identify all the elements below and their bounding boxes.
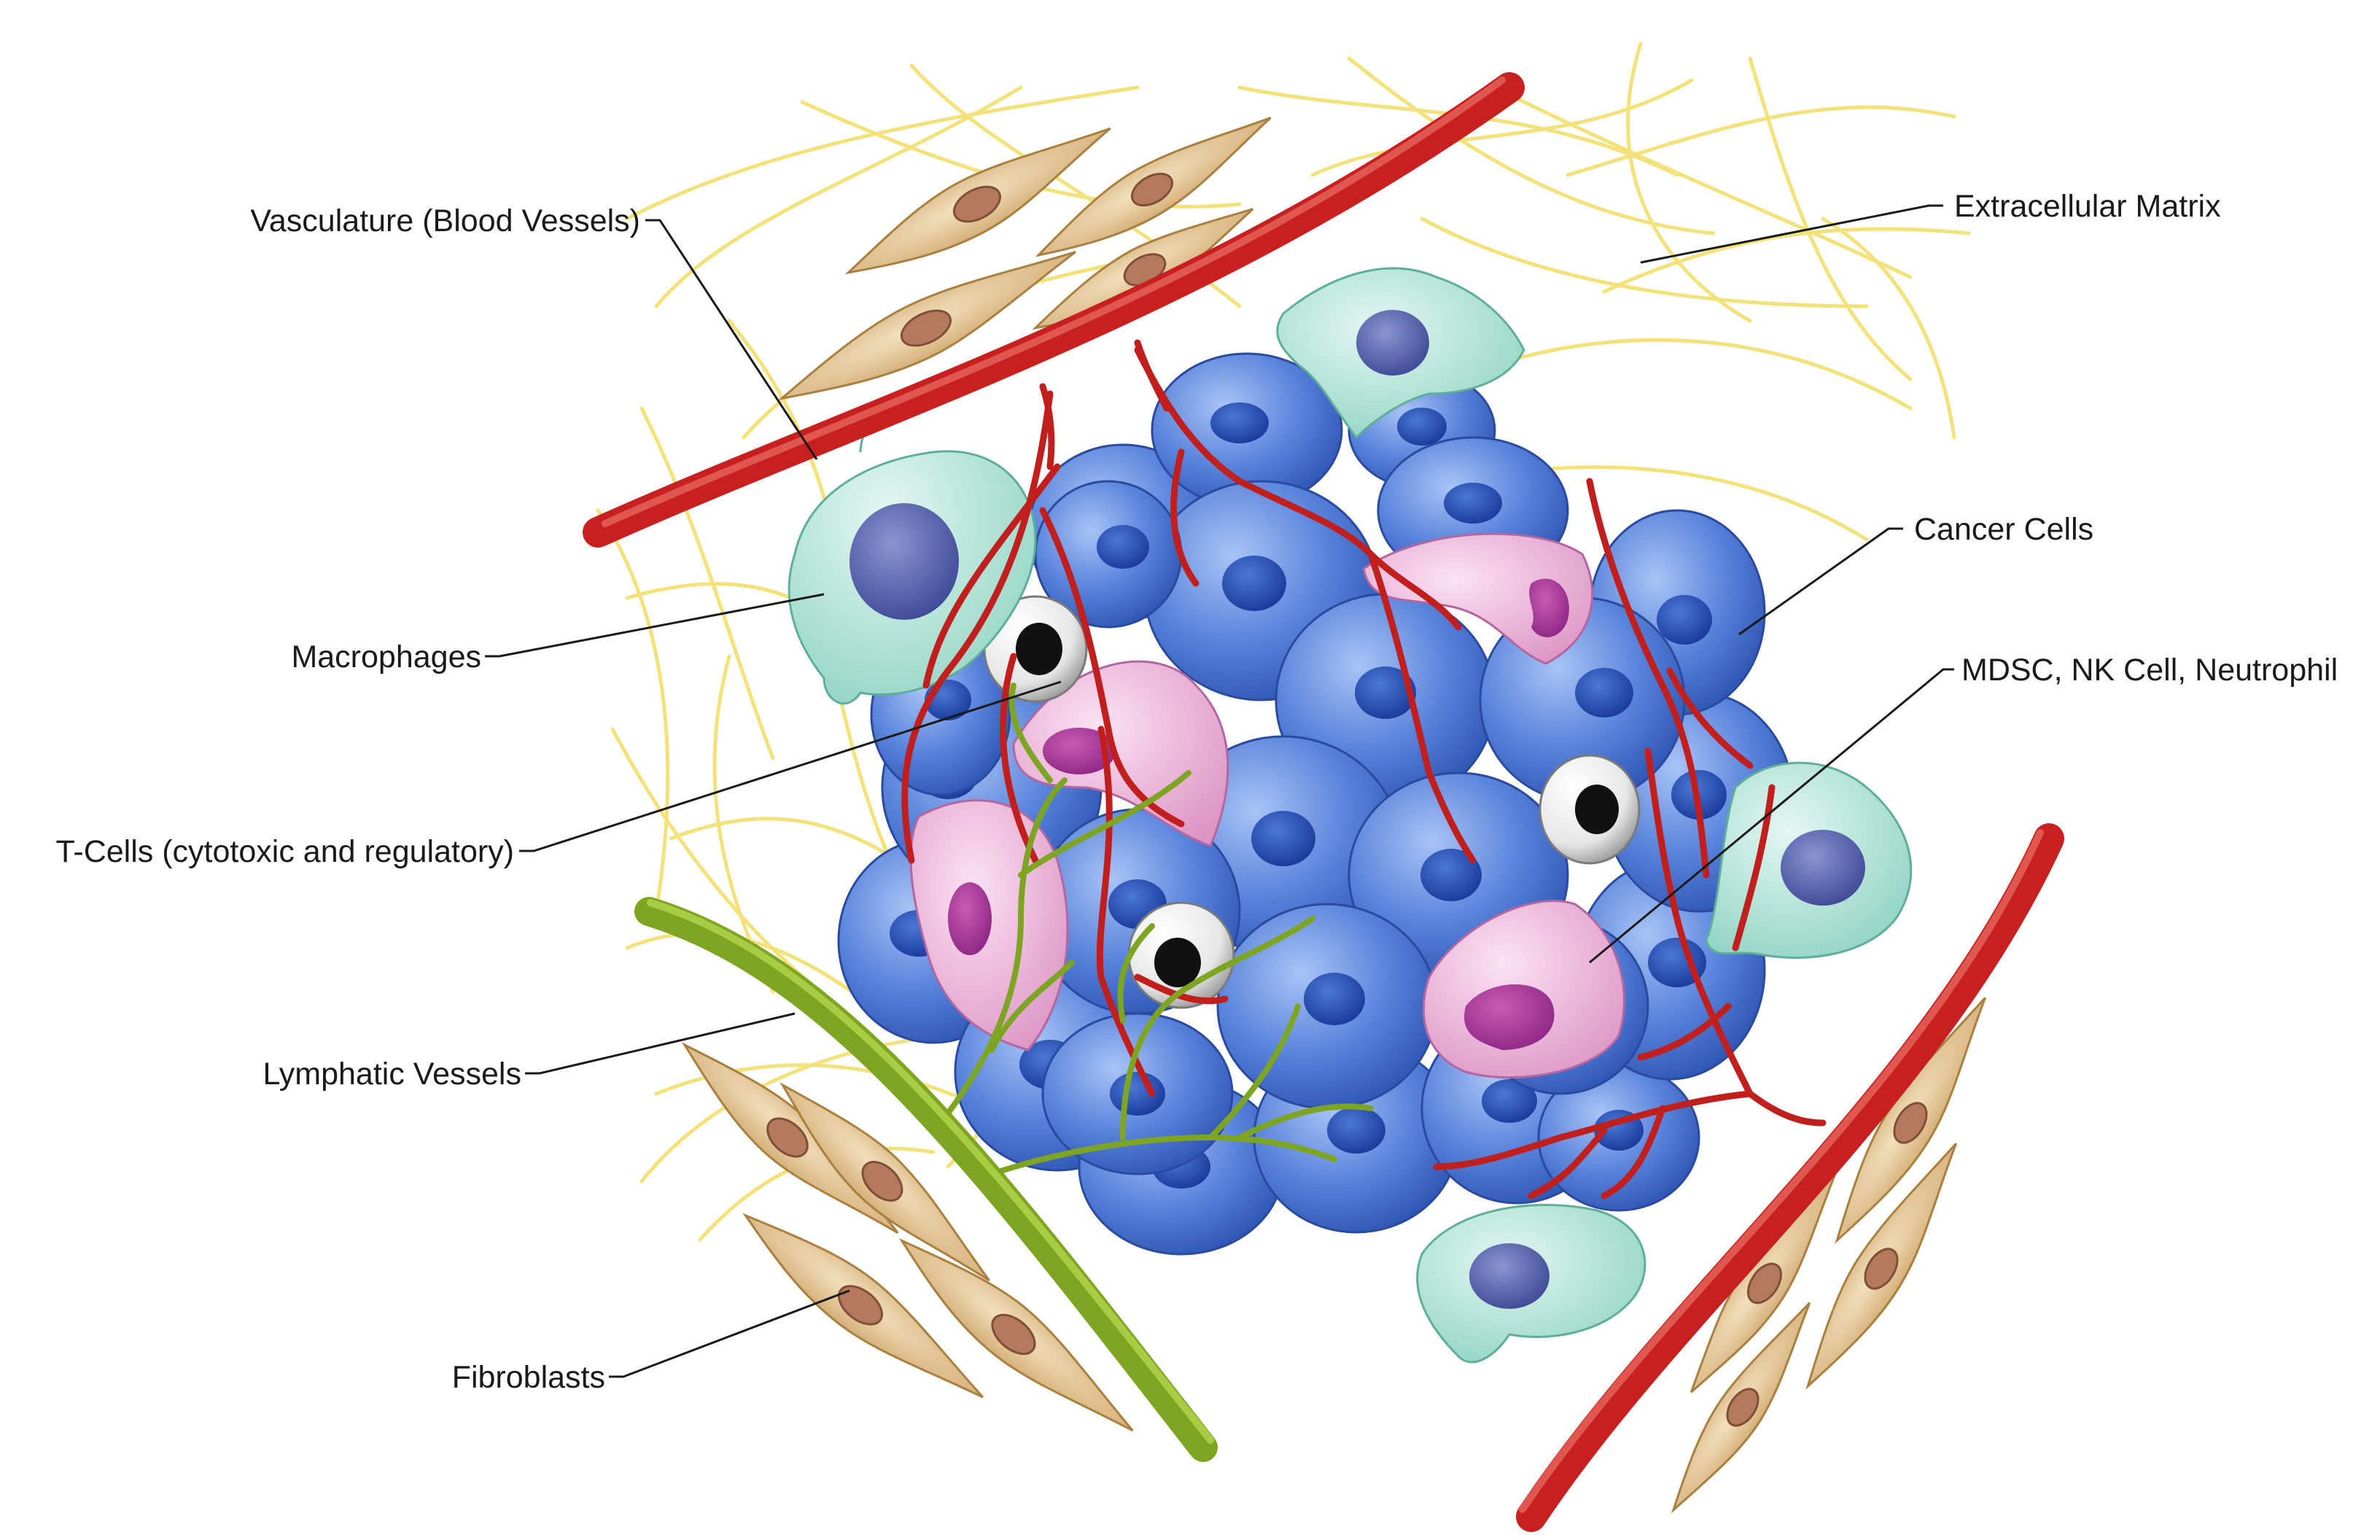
t-cell bbox=[1127, 901, 1235, 1009]
lymphatic-vessel bbox=[634, 897, 1218, 1462]
label-tcells: T-Cells (cytotoxic and regulatory) bbox=[56, 834, 515, 869]
leader-lines bbox=[485, 204, 1954, 1378]
t-cell bbox=[1539, 754, 1641, 865]
fibroblast-cluster-bottom-left bbox=[681, 1042, 1134, 1432]
label-vasculature: Vasculature (Blood Vessels) bbox=[250, 203, 640, 238]
fibroblast-cluster-top bbox=[778, 117, 1272, 400]
macrophages bbox=[788, 267, 1913, 1364]
fibroblast-cell bbox=[779, 1082, 990, 1282]
tumor-capillaries bbox=[901, 346, 1776, 1199]
vessel-branches bbox=[938, 339, 1827, 1170]
macrophage-cell bbox=[1705, 761, 1913, 959]
label-ecm: Extracellular Matrix bbox=[1954, 189, 2221, 224]
leader-ecm bbox=[1640, 204, 1943, 264]
fibroblast-cell bbox=[1805, 1143, 1957, 1390]
mdsc-cell bbox=[1362, 532, 1594, 665]
leader-tcells bbox=[519, 680, 1062, 852]
fibroblast-cell bbox=[1835, 997, 1986, 1244]
leader-lymphatic bbox=[525, 1012, 796, 1075]
label-fibroblasts: Fibroblasts bbox=[452, 1360, 605, 1395]
label-macrophages: Macrophages bbox=[291, 639, 481, 674]
mdsc-cells bbox=[909, 532, 1625, 1079]
leader-fibroblasts bbox=[609, 1289, 850, 1378]
fibroblast-cell bbox=[681, 1042, 899, 1234]
leader-macrophages bbox=[485, 593, 825, 658]
blood-vessel-top bbox=[583, 72, 1525, 548]
fibroblast-cell bbox=[742, 1213, 984, 1399]
macrophage-cell bbox=[1276, 267, 1525, 440]
fibroblast-cell bbox=[1671, 1302, 1811, 1514]
cancer-cell bbox=[1151, 352, 1343, 508]
fibroblast-cell bbox=[844, 127, 1111, 275]
lymphatic-capillaries bbox=[938, 682, 1374, 1177]
labels: Vasculature (Blood Vessels) Extracellula… bbox=[56, 189, 2338, 1395]
label-mdsc: MDSC, NK Cell, Neutrophil bbox=[1961, 653, 2338, 688]
blood-vessel-bottom-right bbox=[1516, 823, 2064, 1532]
fibroblast-cell bbox=[1689, 1172, 1837, 1393]
fibroblast-cluster-bottom-right bbox=[1671, 997, 1986, 1514]
fibroblast-cell bbox=[1035, 117, 1272, 257]
cancer-cell bbox=[1041, 1012, 1234, 1175]
fibroblast-cell bbox=[778, 251, 1076, 400]
fibroblast-cell bbox=[898, 1237, 1134, 1432]
macrophage-cell bbox=[1416, 1204, 1646, 1364]
leader-vasculature bbox=[645, 219, 818, 460]
leader-mdsc bbox=[1589, 668, 1954, 964]
cancer-cell bbox=[1216, 903, 1438, 1110]
mdsc-cell bbox=[1422, 900, 1625, 1079]
label-cancer-cells: Cancer Cells bbox=[1914, 512, 2093, 547]
leader-cancer-cells bbox=[1738, 527, 1903, 636]
mdsc-cell bbox=[1012, 660, 1229, 847]
label-lymphatic: Lymphatic Vessels bbox=[262, 1057, 521, 1092]
